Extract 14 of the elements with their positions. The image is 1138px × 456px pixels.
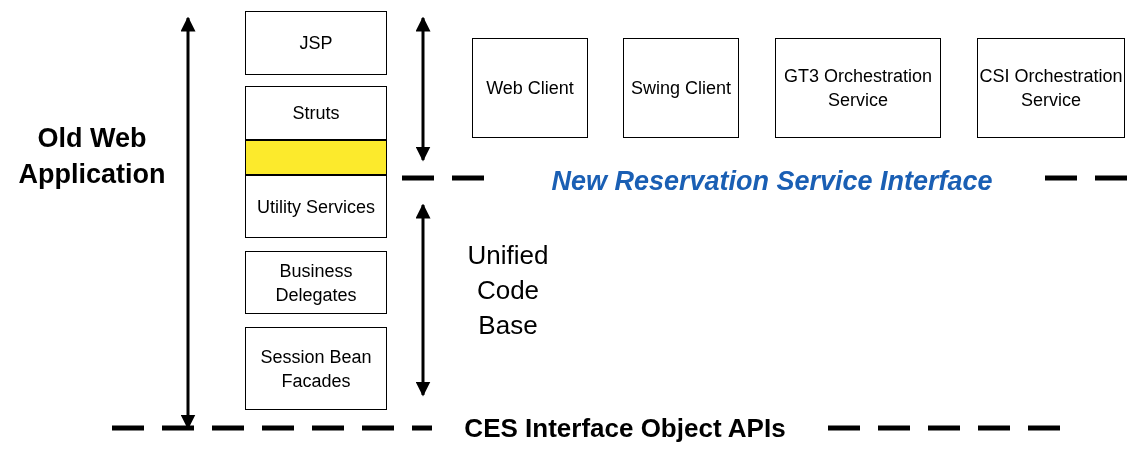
layer-box: Business Delegates	[245, 251, 387, 314]
layer-box: JSP	[245, 11, 387, 75]
interface-label: CES Interface Object APIs	[463, 412, 787, 445]
side-label: Old Web Application	[17, 122, 167, 191]
side-label: Unified Code Base	[466, 239, 550, 342]
interface-label: New Reservation Service Interface	[550, 165, 994, 198]
client-box: Swing Client	[623, 38, 739, 138]
client-box: GT3 Orchestration Service	[775, 38, 941, 138]
client-box: CSI Orchestration Service	[977, 38, 1125, 138]
highlight-bar	[245, 140, 387, 175]
client-box: Web Client	[472, 38, 588, 138]
layer-box: Struts	[245, 86, 387, 140]
layer-box: Session Bean Facades	[245, 327, 387, 410]
layer-box: Utility Services	[245, 175, 387, 238]
